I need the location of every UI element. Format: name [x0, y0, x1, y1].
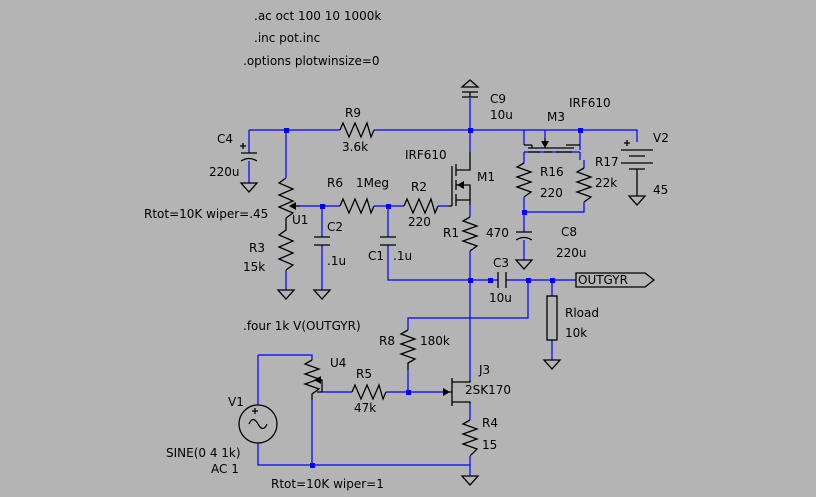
u1-potentiometer	[277, 177, 300, 271]
r16-value: 220	[540, 186, 563, 200]
u4-potentiometer	[303, 359, 323, 400]
r6-resistor	[339, 197, 375, 215]
j3-name: J3	[478, 363, 490, 377]
r4-value: 15	[482, 438, 497, 452]
v2-battery	[621, 140, 653, 196]
u1-name: U1	[292, 213, 308, 227]
r8-value: 180k	[420, 334, 450, 348]
m3-model: IRF610	[569, 96, 611, 110]
r8-name: R8	[379, 334, 395, 348]
c9-value: 10u	[490, 108, 513, 122]
m1-mosfet	[448, 152, 471, 207]
c9-capacitor	[460, 79, 480, 98]
j3-jfet	[443, 378, 471, 406]
c8-name: C8	[561, 225, 577, 239]
v2-name: V2	[653, 131, 669, 145]
rload-resistor	[546, 295, 558, 341]
r3-value: 15k	[243, 260, 265, 274]
v1-ac: AC 1	[211, 462, 239, 476]
r6-value: 1Meg	[356, 176, 389, 190]
c4-capacitor	[240, 143, 258, 162]
c8-value: 220u	[556, 246, 587, 260]
r16-name: R16	[540, 165, 564, 179]
m1-model: IRF610	[405, 148, 447, 162]
r2-name: R2	[411, 180, 427, 194]
c8-capacitor	[515, 231, 533, 241]
c3-capacitor	[497, 272, 507, 288]
c2-name: C2	[327, 220, 343, 234]
r9-name: R9	[345, 106, 361, 120]
r9-value: 3.6k	[342, 140, 368, 154]
c1-capacitor	[380, 236, 396, 246]
rload-name: Rload	[565, 306, 599, 320]
m3-name: M3	[547, 110, 565, 124]
m3-mosfet	[524, 138, 580, 153]
directive-ac: .ac oct 100 10 1000k	[254, 9, 381, 23]
junctions	[284, 128, 583, 468]
outgyr-label: OUTGYR	[578, 273, 628, 287]
u1-params: Rtot=10K wiper=.45	[144, 207, 268, 221]
r1-name: R1	[443, 226, 459, 240]
v1-sine-source	[238, 404, 278, 444]
r1-value: 470	[486, 226, 509, 240]
r4-resistor	[461, 419, 479, 457]
c4-value: 220u	[209, 165, 240, 179]
c2-capacitor	[314, 236, 330, 246]
r16-resistor	[515, 162, 533, 198]
c9-name: C9	[490, 92, 506, 106]
r3-name: R3	[249, 241, 265, 255]
c3-value: 10u	[489, 291, 512, 305]
r4-name: R4	[482, 416, 498, 430]
v2-value: 45	[653, 183, 668, 197]
directive-options: .options plotwinsize=0	[243, 54, 380, 68]
r5-value: 47k	[354, 401, 376, 415]
v1-source: SINE(0 4 1k)	[166, 446, 241, 460]
wires	[248, 98, 638, 476]
m1-name: M1	[477, 170, 495, 184]
r8-resistor	[399, 329, 417, 370]
c1-value: .1u	[393, 249, 412, 263]
r5-name: R5	[356, 367, 372, 381]
u4-name: U4	[330, 356, 346, 370]
r1-resistor	[461, 216, 479, 252]
labels: .ac oct 100 10 1000k .inc pot.inc .optio…	[144, 9, 669, 491]
c1-name: C1	[368, 249, 384, 263]
v1-name: V1	[228, 395, 244, 409]
r17-value: 22k	[595, 176, 617, 190]
r2-value: 220	[408, 215, 431, 229]
directive-inc: .inc pot.inc	[254, 31, 320, 45]
directive-four: .four 1k V(OUTGYR)	[243, 319, 361, 333]
r6-name: R6	[327, 176, 343, 190]
c3-name: C3	[493, 256, 509, 270]
rload-value: 10k	[565, 326, 587, 340]
r2-resistor	[403, 197, 439, 215]
r17-resistor	[575, 167, 593, 203]
r5-resistor	[351, 383, 387, 401]
j3-model: 2SK170	[465, 383, 511, 397]
u4-params: Rtot=10K wiper=1	[271, 477, 384, 491]
c2-value: .1u	[327, 254, 346, 268]
outgyr-net-label	[575, 272, 656, 288]
r9-resistor	[339, 121, 375, 139]
c4-name: C4	[217, 132, 233, 146]
r17-name: R17	[595, 155, 619, 169]
